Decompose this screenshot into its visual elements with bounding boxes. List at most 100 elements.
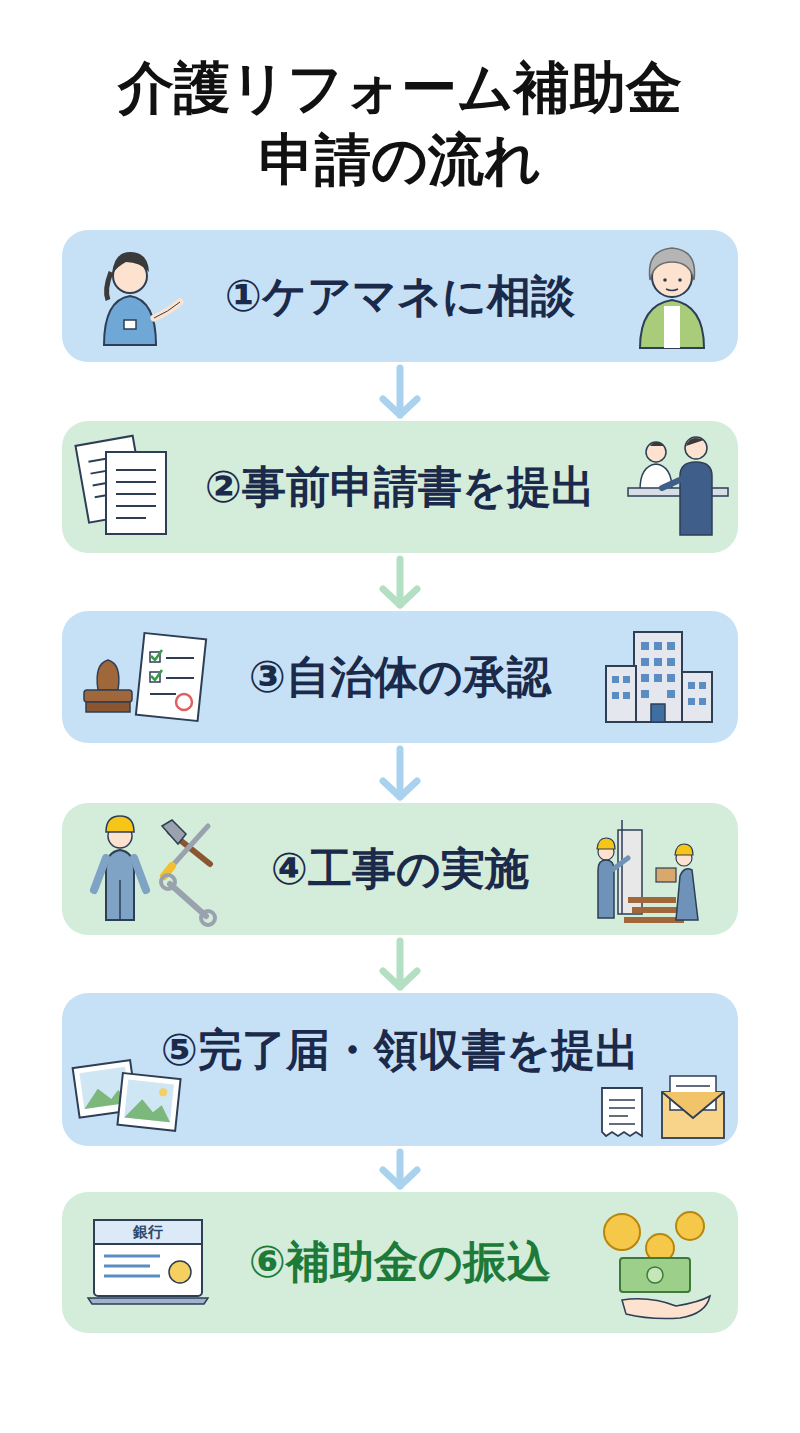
bank-screen-icon-part	[169, 1261, 191, 1283]
construction-scene-icon-part	[676, 850, 692, 866]
flow-arrow	[383, 749, 417, 797]
construction-scene-icon-part	[618, 830, 642, 914]
photos-icon	[73, 1060, 181, 1131]
office-building-icon-part-part	[641, 690, 649, 698]
step-label: ①ケアマネに相談	[225, 267, 575, 326]
arrow-head	[383, 971, 417, 987]
flow-arrow	[383, 368, 417, 415]
elderly-woman-icon	[640, 248, 704, 348]
elderly-woman-icon-part	[640, 300, 704, 348]
process-box: ④工事の実施	[62, 803, 738, 935]
reception-counter-icon-part	[685, 437, 707, 459]
care-manager-icon-part	[154, 302, 180, 318]
office-building-icon-part-part	[654, 642, 662, 650]
documents-icon-part	[106, 452, 166, 534]
documents-icon-part	[76, 436, 147, 523]
office-building-icon-part-part	[612, 676, 619, 683]
envelope-icon-part	[670, 1076, 716, 1110]
care-manager-icon-part	[113, 259, 147, 293]
office-building-icon-part	[682, 672, 712, 722]
envelope-icon-part	[676, 1086, 710, 1094]
stamp-icon-part	[86, 702, 130, 712]
office-building-icon-part-part	[667, 674, 675, 682]
step-label: ⑥補助金の振込	[249, 1233, 551, 1292]
tools-icon-part	[170, 832, 210, 864]
tools-icon-part	[170, 884, 206, 916]
construction-scene-icon-part	[597, 838, 615, 849]
construction-scene-icon-part	[598, 860, 614, 918]
approved-document-icon-part	[150, 652, 160, 662]
worker-icon	[94, 816, 146, 920]
office-building-icon-part	[612, 642, 706, 705]
arrow-head	[383, 399, 417, 415]
office-building-icon-part-part	[699, 698, 706, 705]
tools-icon-part	[161, 875, 175, 889]
approved-document-icon-part	[150, 693, 176, 695]
photos-icon-part	[117, 1073, 180, 1131]
approved-document-icon-part	[136, 633, 206, 721]
worker-icon-part	[94, 858, 146, 890]
photos-icon-part-part	[124, 1080, 174, 1123]
photos-icon-part-part	[117, 1073, 180, 1131]
care-manager-icon-part	[112, 252, 149, 274]
arrow-shaft	[397, 941, 404, 987]
tools-icon-part	[172, 826, 208, 866]
process-box: ③自治体の承認	[62, 611, 738, 743]
construction-scene-icon-part	[612, 858, 628, 870]
tools-icon-part	[162, 820, 186, 844]
office-building-icon-part-part	[667, 690, 675, 698]
receipt-icon-part	[609, 1100, 635, 1124]
bank-screen-icon-part	[104, 1256, 160, 1276]
care-manager-icon-part	[124, 320, 136, 329]
stamp-icon-part	[84, 690, 132, 702]
flow-arrow	[383, 941, 417, 987]
step-label: ④工事の実施	[271, 840, 529, 899]
care-manager-icon-part	[154, 302, 180, 318]
office-building-icon-part-part	[641, 658, 649, 666]
office-building-icon-part-part	[641, 642, 649, 650]
elderly-woman-icon-part	[664, 306, 680, 348]
arrow-head	[383, 781, 417, 797]
bank-screen-icon-part	[94, 1220, 202, 1244]
photos-icon-part	[73, 1060, 137, 1118]
photos-icon-part-part	[73, 1060, 137, 1118]
documents-icon	[76, 436, 166, 534]
approved-document-icon-part	[166, 677, 194, 679]
flow-arrow	[383, 1152, 417, 1186]
reception-counter-icon-part	[640, 464, 672, 490]
bank-screen-icon-part	[88, 1298, 208, 1304]
worker-icon-part	[106, 816, 134, 832]
process-box: ②事前申請書を提出	[62, 421, 738, 553]
arrow-shaft	[397, 368, 404, 415]
money-icon-part	[676, 1212, 704, 1240]
elderly-woman-icon-part	[678, 278, 682, 282]
process-box: ①ケアマネに相談	[62, 230, 738, 362]
office-building-icon-part-part	[623, 676, 630, 683]
reception-counter-icon-part	[686, 438, 704, 446]
tools-icon-part	[201, 911, 215, 925]
reception-counter-icon	[628, 437, 728, 535]
office-building-icon-part	[606, 666, 636, 722]
approved-document-icon	[136, 633, 206, 721]
reception-counter-icon-part	[662, 478, 684, 488]
icon-label: 銀行	[133, 1223, 163, 1242]
approved-document-icon-part	[151, 650, 162, 660]
money-icon-part	[647, 1267, 663, 1283]
office-building-icon	[606, 632, 712, 722]
money-icon-part	[646, 1234, 674, 1262]
stamp-icon	[84, 660, 132, 712]
construction-scene-icon-part	[656, 868, 676, 882]
care-manager-icon	[104, 252, 180, 345]
worker-icon-part	[106, 850, 134, 920]
envelope-icon-part	[662, 1092, 724, 1138]
care-manager-icon-part	[107, 272, 111, 300]
office-building-icon-part-part	[641, 674, 649, 682]
flow-arrow	[383, 559, 417, 605]
construction-scene-icon	[597, 820, 698, 920]
money-icon-part	[620, 1258, 690, 1292]
construction-scene-icon-part	[675, 844, 693, 855]
office-building-icon-part-part	[688, 698, 695, 705]
